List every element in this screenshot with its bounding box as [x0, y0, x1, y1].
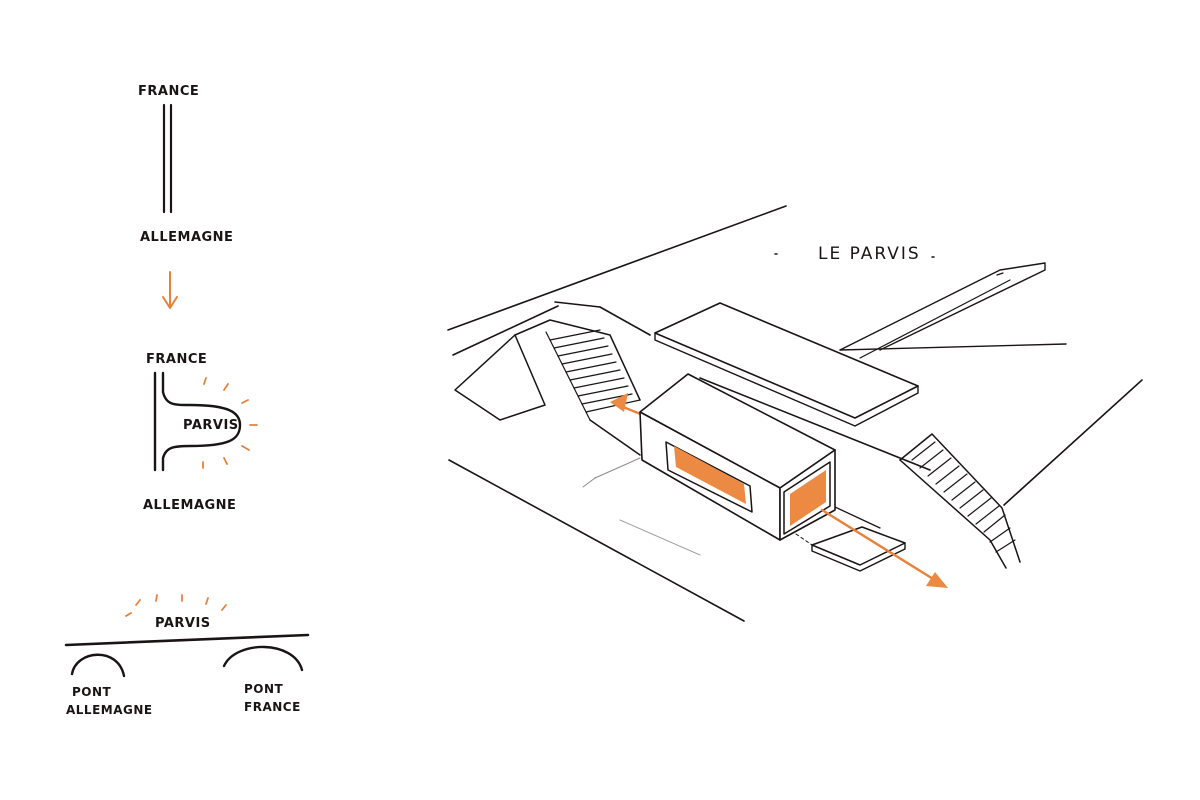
diagram-after: FRANCE PARVIS ALLEMAGNE — [143, 352, 258, 513]
arrow-front-right-icon — [820, 508, 948, 588]
label-france-top-2: FRANCE — [146, 352, 207, 367]
wall-edge — [699, 377, 931, 471]
diagram-before: FRANCE ALLEMAGNE — [138, 84, 233, 245]
label-parvis-deck: PARVIS — [155, 616, 211, 631]
pavilion-box — [639, 373, 836, 541]
ground-edge-front — [448, 459, 745, 622]
label-allemagne-bottom-2: ALLEMAGNE — [143, 498, 236, 513]
sketch-title: LE PARVIS — [818, 244, 921, 264]
label-pont-right-1: PONT — [244, 682, 284, 696]
diagram-bridges: PARVIS PONT ALLEMAGNE PONT FRANCE — [64, 594, 310, 717]
front-window — [790, 470, 826, 526]
label-pont-right-2: FRANCE — [244, 700, 301, 714]
glow-rays-icon — [125, 594, 227, 617]
label-pont-left-1: PONT — [72, 685, 112, 699]
left-staircase — [545, 329, 641, 421]
label-parvis-center: PARVIS — [183, 418, 239, 433]
down-arrow-icon — [162, 271, 178, 309]
right-staircase — [899, 433, 1021, 569]
ground-edge-back — [447, 205, 787, 331]
side-window — [674, 446, 746, 504]
perspective-sketch: LE PARVIS — [447, 205, 1143, 622]
ground-edge-right — [1003, 379, 1143, 506]
label-france-top: FRANCE — [138, 84, 199, 99]
arch-left — [70, 653, 126, 678]
parvis-bulge-shape — [161, 371, 242, 472]
deck-line — [64, 633, 310, 647]
label-pont-left-2: ALLEMAGNE — [66, 703, 153, 717]
arch-right — [222, 645, 304, 672]
bridge-rail — [839, 262, 1046, 351]
left-ramp — [454, 334, 546, 421]
label-allemagne-bottom: ALLEMAGNE — [140, 230, 233, 245]
glow-rays-icon — [202, 377, 258, 469]
